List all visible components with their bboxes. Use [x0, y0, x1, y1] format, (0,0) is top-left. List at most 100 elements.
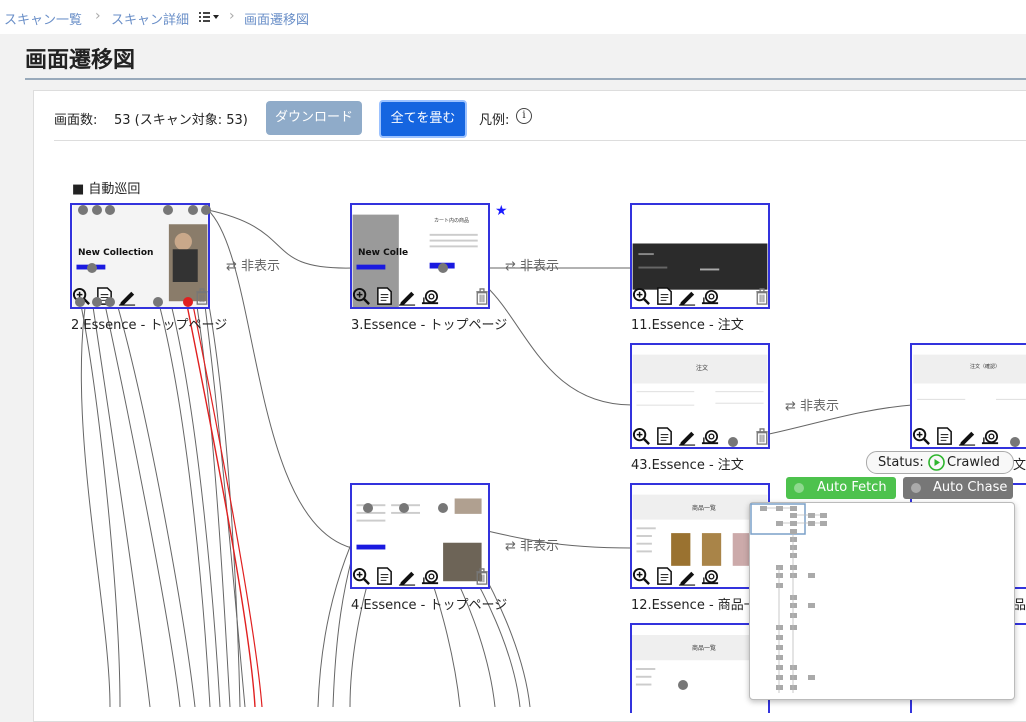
edge-handle [1010, 437, 1020, 447]
edge-handle [201, 205, 211, 215]
edge-handle [87, 263, 97, 273]
edge-handle [728, 437, 738, 447]
screen-node[interactable]: 注文（確認） [910, 343, 1026, 449]
minimap-node [790, 603, 797, 608]
legend-label: 凡例: [479, 113, 510, 128]
auto-fetch-button[interactable]: Auto Fetch [786, 477, 896, 499]
breadcrumb: スキャン一覧 › スキャン詳細 › 画面遷移図 [0, 0, 1026, 34]
thumb-page-title: 商品一覧 [692, 505, 717, 512]
minimap-node [776, 655, 783, 660]
minimap-node [808, 675, 815, 680]
star-icon: ★ [495, 203, 508, 219]
node-label: 12.Essence - 商品一 [631, 598, 757, 613]
edge-handle [163, 205, 173, 215]
edge-handle [438, 263, 448, 273]
status-value: Crawled [947, 455, 1000, 470]
auto-chase-label: Auto Chase [933, 480, 1008, 495]
edge [207, 299, 241, 707]
node-label: 11.Essence - 注文 [631, 318, 744, 333]
minimap-node [776, 685, 783, 690]
chevron-right-icon: › [95, 8, 101, 24]
transition-edges [79, 209, 1026, 707]
list-menu-icon[interactable] [199, 10, 221, 24]
edge [207, 209, 353, 269]
screen-node[interactable]: 注文 [630, 343, 770, 449]
page-title: 画面遷移図 [25, 48, 136, 73]
screenshot-thumbnail [913, 345, 1026, 447]
edge-handle [678, 680, 688, 690]
screenshot-thumbnail [72, 205, 208, 307]
edge-handle [188, 205, 198, 215]
minimap-node [776, 645, 783, 650]
screen-node[interactable] [350, 483, 490, 589]
node-label: 2.Essence - トップページ [71, 318, 228, 333]
minimap-edge [778, 534, 794, 693]
screen-node[interactable]: New Collection [70, 203, 210, 309]
screen-node[interactable]: New Colle カート内の商品 [350, 203, 490, 309]
minimap-node [808, 573, 815, 578]
screenshot-thumbnail [632, 205, 768, 307]
minimap-node [820, 513, 827, 518]
screen-node[interactable]: 商品一覧 [630, 483, 770, 589]
screen-node[interactable]: 商品一覧 [630, 623, 770, 713]
screen-count-value: 53 (スキャン対象: 53) [114, 113, 248, 128]
play-circle-icon [928, 454, 945, 471]
screenshot-thumbnail [632, 345, 768, 447]
screen-node[interactable] [630, 203, 770, 309]
breadcrumb-scan-list[interactable]: スキャン一覧 [4, 13, 83, 28]
minimap-node [790, 665, 797, 670]
edge [103, 299, 181, 707]
minimap-node [790, 537, 797, 542]
minimap-node [790, 675, 797, 680]
edge [195, 299, 231, 707]
minimap-node [790, 595, 797, 600]
minimap-node [790, 573, 797, 578]
screenshot-thumbnail [352, 205, 488, 307]
minimap-node [808, 603, 815, 608]
collapse-all-button[interactable]: 全てを畳む [379, 100, 467, 138]
breadcrumb-current: 画面遷移図 [244, 13, 310, 28]
node-label: 43.Essence - 注文 [631, 458, 744, 473]
minimap-node [776, 675, 783, 680]
minimap-node [776, 506, 783, 511]
edge-handle [92, 297, 102, 307]
minimap-node [790, 545, 797, 550]
chevron-right-icon: › [229, 8, 235, 24]
thumb-page-title: 注文（確認） [970, 364, 1001, 370]
auto-chase-button[interactable]: Auto Chase [903, 477, 1013, 499]
hide-toggle[interactable]: ⇄ 非表示 [505, 539, 560, 554]
hide-toggle[interactable]: ⇄ 非表示 [505, 259, 560, 274]
status-label: Status: [878, 455, 924, 470]
toggle-dot [794, 483, 804, 493]
minimap-viewport [750, 503, 806, 535]
edge [91, 299, 151, 707]
section-label: ■ 自動巡回 [72, 182, 141, 197]
hide-toggle[interactable]: ⇄ 非表示 [226, 259, 281, 274]
node-label: 4.Essence - トップページ [351, 598, 508, 613]
status-tooltip: Status: Crawled [866, 451, 1014, 474]
edge [80, 267, 111, 707]
toolbar-divider [54, 140, 1026, 141]
edge-handle [153, 297, 163, 307]
minimap-node [820, 521, 827, 526]
screenshot-thumbnail [632, 485, 768, 587]
hide-toggle[interactable]: ⇄ 非表示 [785, 399, 840, 414]
screenshot-thumbnail [352, 485, 488, 587]
edge [207, 209, 353, 549]
breadcrumb-scan-detail[interactable]: スキャン詳細 [111, 13, 190, 28]
info-icon[interactable]: i [516, 108, 532, 124]
toggle-dot [911, 483, 921, 493]
minimap-node [776, 573, 783, 578]
minimap-node [790, 521, 797, 526]
minimap-canvas [750, 503, 827, 693]
edge [169, 299, 221, 707]
download-button[interactable]: ダウンロード [266, 101, 362, 135]
edge-handle [105, 297, 115, 307]
minimap[interactable] [749, 502, 1015, 700]
thumb-page-title: 注文 [696, 365, 709, 372]
cart-title: カート内の商品 [434, 218, 470, 224]
highlighted-edge [185, 299, 256, 707]
edge-handle [363, 503, 373, 513]
node-label: 3.Essence - トップページ [351, 318, 508, 333]
minimap-node [808, 521, 815, 526]
